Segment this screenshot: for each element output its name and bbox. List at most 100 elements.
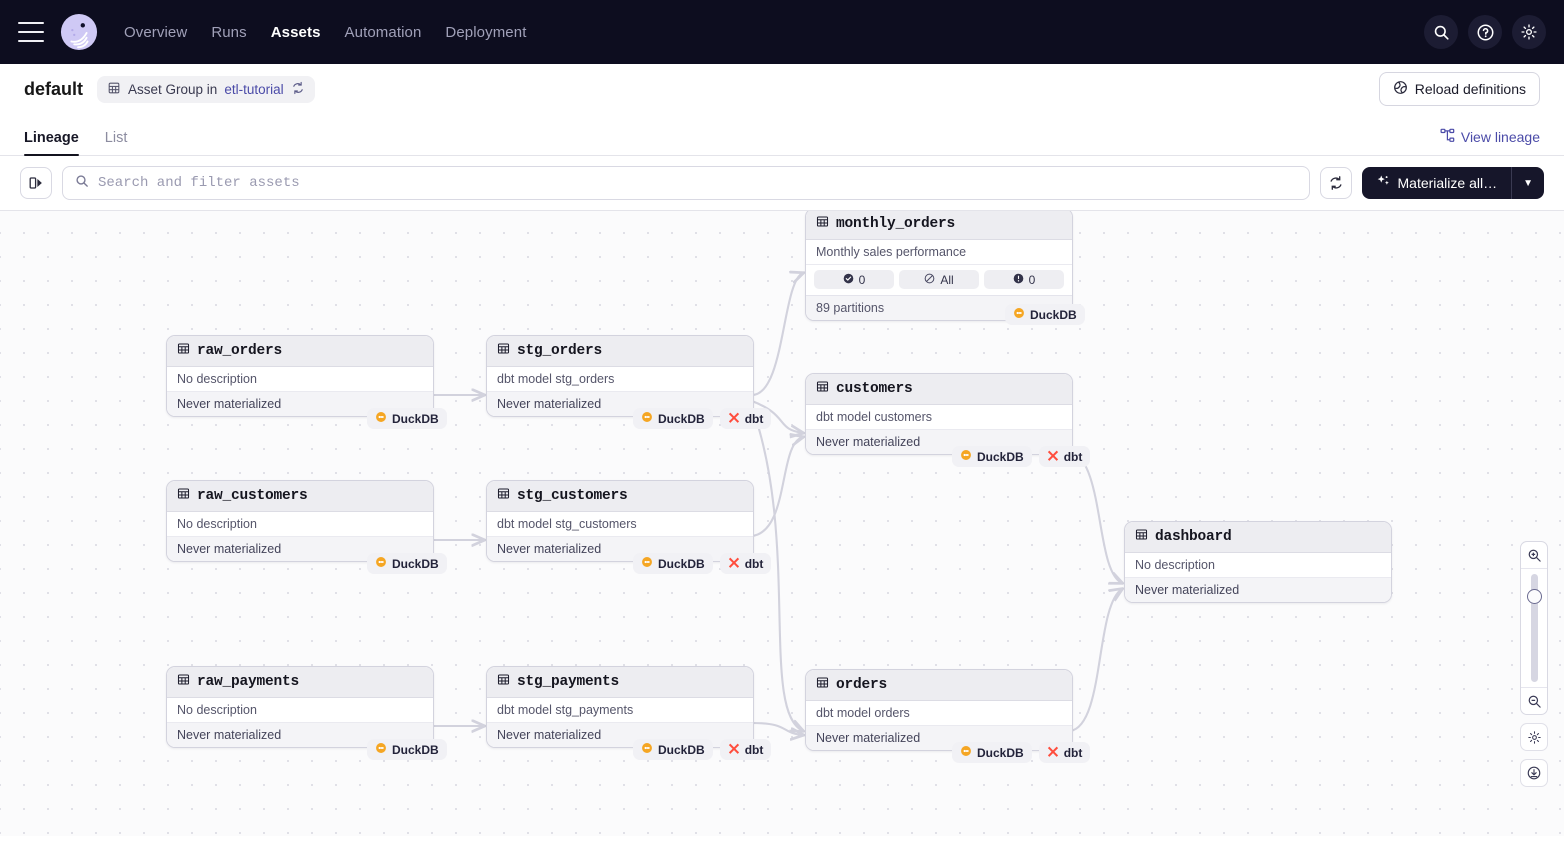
partition-chip[interactable]: 0 [814,270,894,289]
dbt-icon [1047,745,1059,760]
asset-node-title: stg_orders [517,343,603,359]
tag-duckdb[interactable]: DuckDB [1005,304,1085,325]
table-icon [177,673,190,691]
graph-settings-icon[interactable] [1520,723,1548,751]
download-icon[interactable] [1520,759,1548,787]
partition-chip[interactable]: All [899,270,979,289]
nav-link-automation[interactable]: Automation [344,23,422,41]
search-input[interactable] [98,175,1297,191]
asset-node-description: dbt model stg_orders [487,367,753,392]
hamburger-icon[interactable] [18,22,44,42]
tag-duckdb[interactable]: DuckDB [952,742,1032,763]
asset-node-header: raw_customers [167,481,433,512]
zoom-out-icon[interactable] [1521,688,1547,714]
asset-group-badge[interactable]: Asset Group in etl-tutorial [97,75,315,103]
asset-node-header: orders [806,670,1072,701]
materialize-all-label-group[interactable]: Materialize all… [1362,174,1512,192]
dbt-icon [1047,449,1059,464]
tab-list[interactable]: List [104,130,128,146]
duckdb-icon [641,556,653,571]
tag-label: DuckDB [658,411,705,426]
gear-icon[interactable] [1512,15,1546,49]
asset-node-description: dbt model stg_payments [487,698,753,723]
tag-duckdb[interactable]: DuckDB [952,446,1032,467]
tag-dbt[interactable]: dbt [719,553,772,574]
panel-expand-icon[interactable] [20,167,52,199]
view-lineage-link[interactable]: View lineage [1440,128,1540,155]
duckdb-icon [375,556,387,571]
reload-definitions-button[interactable]: Reload definitions [1378,72,1540,106]
tag-duckdb[interactable]: DuckDB [633,408,713,429]
chevron-down-icon[interactable]: ▼ [1523,177,1533,189]
page-header: default Asset Group in etl-tutorial [0,64,1564,114]
asset-node-description: No description [167,512,433,537]
tabs-row: Lineage List View lineage [0,114,1564,156]
tag-dbt[interactable]: dbt [719,408,772,429]
partition-status-chips: 0 All 0 [806,265,1072,295]
asset-node-title: raw_orders [197,343,283,359]
asset-node-title: raw_customers [197,488,308,504]
tag-dbt[interactable]: dbt [1038,742,1091,763]
tag-label: DuckDB [977,745,1024,760]
sparkle-icon [1376,174,1391,192]
tag-dbt[interactable]: dbt [1038,446,1091,467]
refresh-icon[interactable] [1319,167,1352,199]
asset-group-link[interactable]: etl-tutorial [224,81,284,97]
duckdb-icon [641,742,653,757]
search-field-wrapper[interactable] [62,166,1310,200]
asset-node-header: raw_orders [167,336,433,367]
dagster-logo[interactable] [60,13,98,51]
tag-duckdb[interactable]: DuckDB [367,408,447,429]
table-icon [816,215,829,233]
nav-link-overview[interactable]: Overview [124,23,188,41]
table-icon [177,342,190,360]
asset-node-header: monthly_orders [806,211,1072,240]
tab-lineage[interactable]: Lineage [24,130,79,156]
asset-node-tags-raw_orders: DuckDB [367,408,447,429]
slash-circle-icon [924,273,935,287]
search-icon[interactable] [1424,15,1458,49]
asset-node-header: stg_customers [487,481,753,512]
nav-link-runs[interactable]: Runs [211,23,247,41]
tag-duckdb[interactable]: DuckDB [367,739,447,760]
tag-duckdb[interactable]: DuckDB [633,739,713,760]
duckdb-icon [375,742,387,757]
tag-label: DuckDB [658,556,705,571]
asset-node-description: dbt model orders [806,701,1072,726]
table-icon [497,673,510,691]
tag-duckdb[interactable]: DuckDB [367,553,447,574]
tag-label: dbt [1063,449,1083,464]
asset-node-title: customers [836,381,913,397]
zoom-slider[interactable] [1521,568,1547,688]
tag-dbt[interactable]: dbt [719,739,772,760]
nav-link-assets[interactable]: Assets [270,23,321,41]
nav-link-deployment[interactable]: Deployment [445,23,527,41]
asset-node-title: stg_customers [517,488,628,504]
materialize-all-button[interactable]: Materialize all… ▼ [1361,167,1544,199]
tag-label: DuckDB [392,411,439,426]
help-icon[interactable] [1468,15,1502,49]
zoom-slider-handle[interactable] [1526,589,1542,604]
table-icon [816,380,829,398]
cycle-icon[interactable] [291,81,305,98]
top-navigation-bar: Overview Runs Assets Automation Deployme… [0,0,1564,64]
partition-chip[interactable]: 0 [984,270,1064,289]
tag-duckdb[interactable]: DuckDB [633,553,713,574]
zoom-in-icon[interactable] [1521,542,1547,568]
asset-node-title: stg_payments [517,674,620,690]
asset-node-title: orders [836,677,888,693]
tag-label: DuckDB [392,556,439,571]
asset-node-description: No description [167,698,433,723]
dbt-icon [728,411,740,426]
